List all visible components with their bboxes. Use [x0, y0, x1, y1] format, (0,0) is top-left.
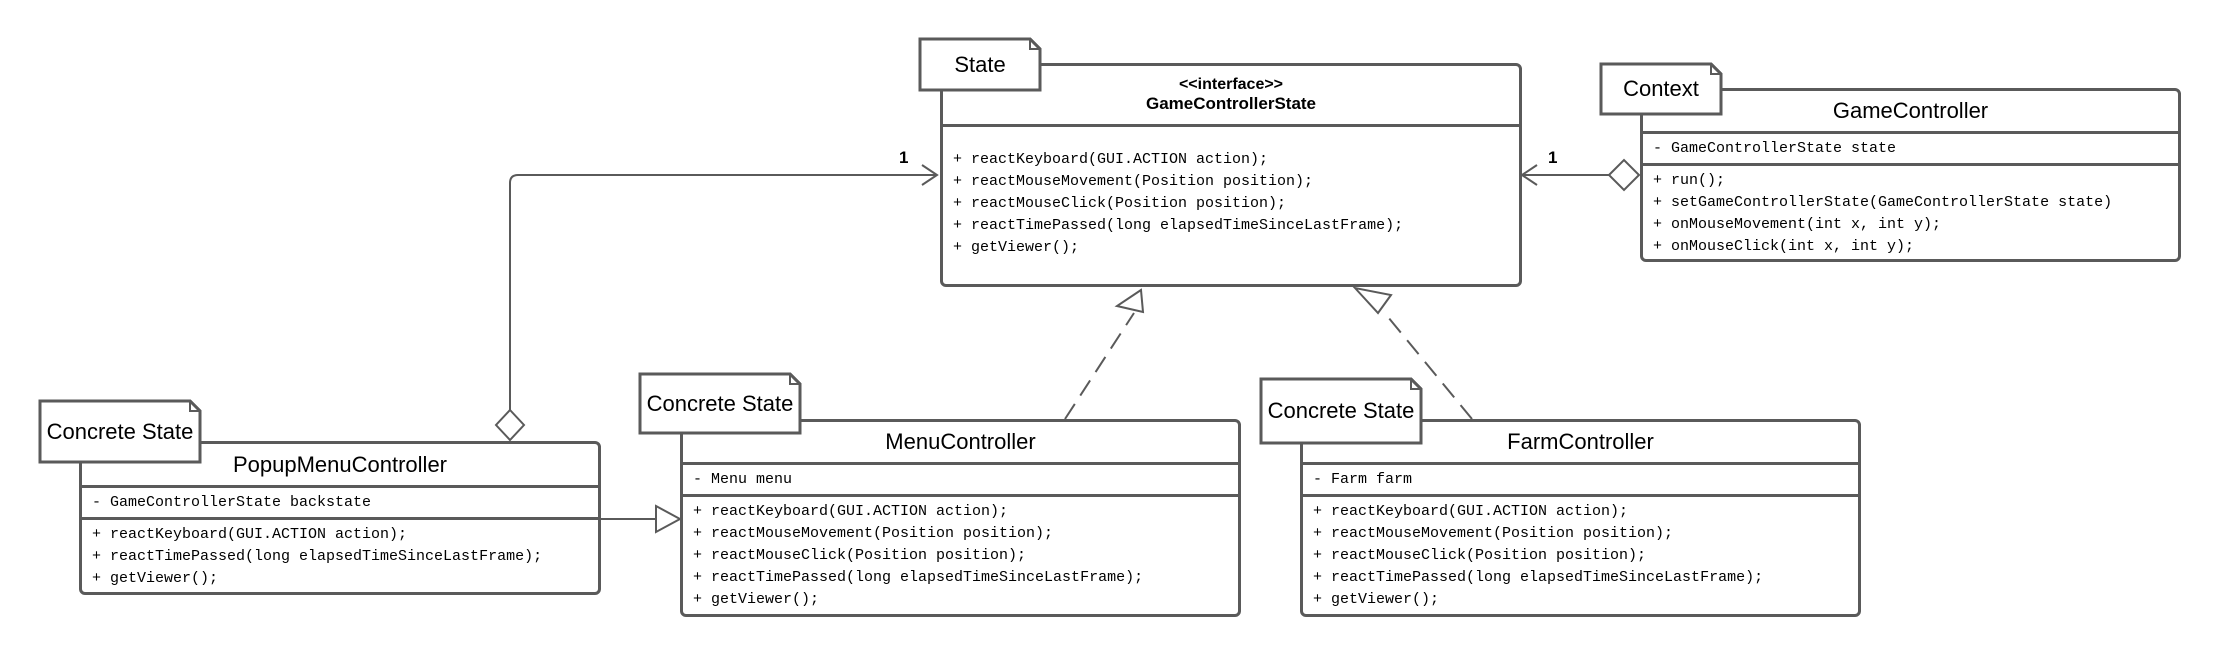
operation: + getViewer();	[1313, 591, 1440, 608]
class-attributes: - GameControllerState backstate	[82, 488, 598, 520]
note-concrete-state-menu: Concrete State	[640, 374, 800, 433]
multiplicity-popup: 1	[899, 148, 909, 167]
class-name: PopupMenuController	[232, 451, 448, 477]
operation: + reactMouseMovement(Position position);	[953, 173, 1314, 190]
note-state-label: State	[954, 51, 1006, 77]
farm-realization-arrowhead	[1352, 286, 1393, 315]
class-operations: + reactKeyboard(GUI.ACTION action); + re…	[683, 497, 1238, 611]
class-attributes: - Menu menu	[683, 465, 1238, 497]
operation: + setGameControllerState(GameControllerS…	[1653, 194, 2113, 211]
operation: + reactKeyboard(GUI.ACTION action);	[953, 151, 1269, 168]
interface-game-controller-state: <<interface>> GameControllerState + reac…	[940, 63, 1522, 287]
operation: + getViewer();	[92, 570, 219, 587]
operation: + reactMouseMovement(Position position);	[1313, 525, 1674, 542]
class-header: PopupMenuController	[82, 444, 598, 488]
operation: + getViewer();	[693, 591, 820, 608]
menu-realization-arrowhead	[1114, 288, 1145, 314]
note-context: Context	[1601, 64, 1721, 114]
class-header: GameController	[1643, 91, 2178, 134]
operation: + onMouseMovement(int x, int y);	[1653, 216, 1942, 233]
context-association-arrowhead	[1520, 164, 1538, 186]
note-state: State	[920, 39, 1040, 90]
interface-name: GameControllerState	[1145, 94, 1317, 113]
note-context-label: Context	[1623, 76, 1699, 101]
operation: + reactMouseClick(Position position);	[953, 195, 1287, 212]
class-name: FarmController	[1507, 429, 1654, 454]
attribute: - GameControllerState backstate	[92, 494, 372, 511]
interface-header: <<interface>> GameControllerState	[943, 66, 1519, 127]
popup-generalization-arrowhead	[655, 504, 683, 534]
popup-aggregation-line	[509, 174, 936, 414]
class-operations: + run(); + setGameControllerState(GameCo…	[1643, 166, 2178, 258]
operation: + getViewer();	[953, 239, 1080, 256]
interface-operations: + reactKeyboard(GUI.ACTION action); + re…	[943, 127, 1519, 259]
class-menu-controller: MenuController - Menu menu + reactKeyboa…	[680, 419, 1241, 617]
operation: + onMouseClick(int x, int y);	[1653, 238, 1915, 255]
note-concrete-state-popup: Concrete State	[40, 401, 200, 462]
class-game-controller: GameController - GameControllerState sta…	[1640, 88, 2181, 262]
operation: + reactKeyboard(GUI.ACTION action);	[92, 526, 408, 543]
operation: + reactMouseClick(Position position);	[693, 547, 1027, 564]
popup-association-arrowhead	[921, 164, 939, 186]
operation: + reactTimePassed(long elapsedTimeSinceL…	[693, 569, 1144, 586]
class-attributes: - Farm farm	[1303, 465, 1858, 497]
attribute: - GameControllerState state	[1653, 140, 1897, 157]
class-popup-menu-controller: PopupMenuController - GameControllerStat…	[79, 441, 601, 595]
operation: + reactTimePassed(long elapsedTimeSinceL…	[953, 217, 1404, 234]
class-name: GameController	[1832, 98, 1989, 123]
farm-realization-line	[1382, 310, 1473, 420]
operation: + reactKeyboard(GUI.ACTION action);	[1313, 503, 1629, 520]
menu-realization-line	[1064, 312, 1135, 420]
operation: + reactTimePassed(long elapsedTimeSinceL…	[92, 548, 543, 565]
operation: + reactKeyboard(GUI.ACTION action);	[693, 503, 1009, 520]
popup-aggregation-diamond	[494, 408, 526, 442]
attribute: - Farm farm	[1313, 471, 1413, 488]
operation: + reactMouseClick(Position position);	[1313, 547, 1647, 564]
class-attributes: - GameControllerState state	[1643, 134, 2178, 166]
operation: + reactMouseMovement(Position position);	[693, 525, 1054, 542]
attribute: - Menu menu	[693, 471, 793, 488]
note-concrete-state-label: Concrete State	[46, 418, 194, 444]
interface-stereotype: <<interface>>	[1178, 76, 1284, 93]
multiplicity-context: 1	[1548, 148, 1558, 167]
class-operations: + reactKeyboard(GUI.ACTION action); + re…	[1303, 497, 1858, 611]
class-name: MenuController	[885, 429, 1036, 454]
class-farm-controller: FarmController - Farm farm + reactKeyboa…	[1300, 419, 1861, 617]
class-header: FarmController	[1303, 422, 1858, 465]
note-concrete-state-label: Concrete State	[1267, 398, 1415, 423]
note-concrete-state-farm: Concrete State	[1261, 379, 1421, 443]
context-aggregation-diamond	[1607, 158, 1641, 192]
note-concrete-state-label: Concrete State	[646, 390, 794, 416]
class-operations: + reactKeyboard(GUI.ACTION action); + re…	[82, 520, 598, 590]
operation: + reactTimePassed(long elapsedTimeSinceL…	[1313, 569, 1764, 586]
class-header: MenuController	[683, 422, 1238, 465]
operation: + run();	[1653, 172, 1726, 189]
